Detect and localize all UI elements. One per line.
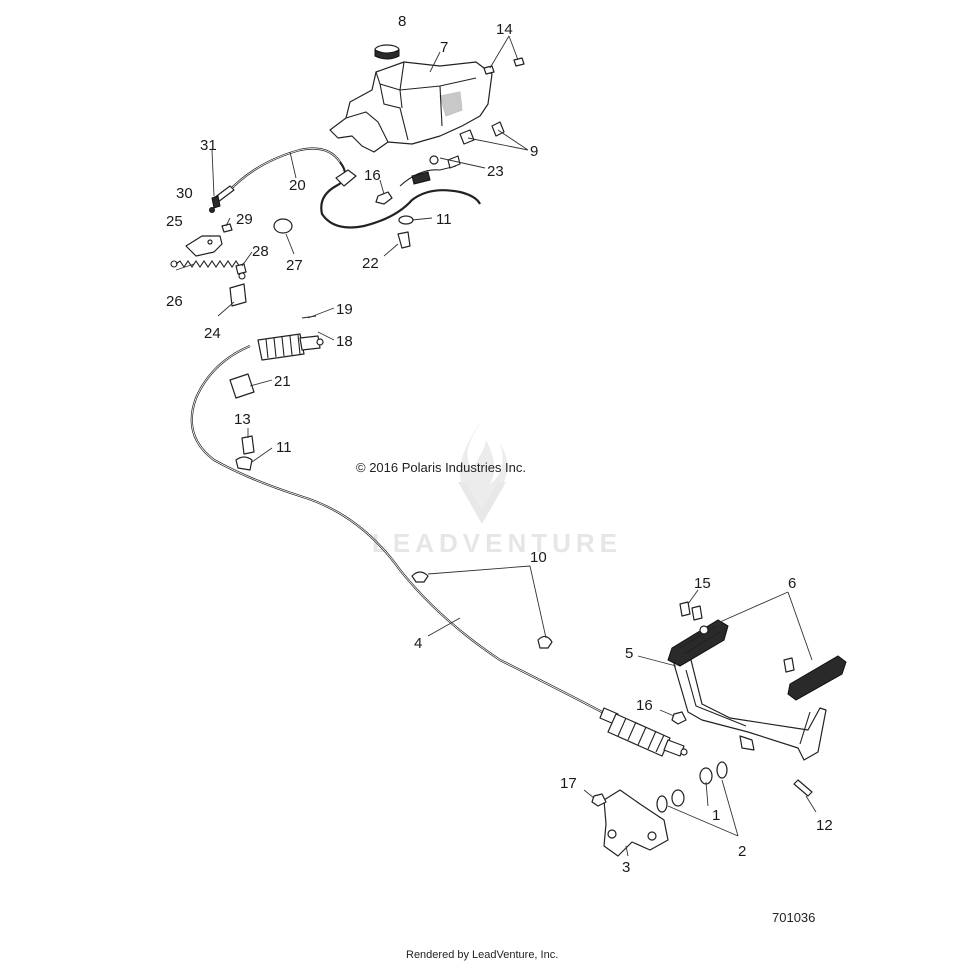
part-6-footpads (667, 619, 847, 701)
part-30-pin (209, 207, 215, 213)
callout-7[interactable]: 7 (440, 39, 448, 56)
watermark: LEADVENTURE (372, 420, 622, 558)
callout-24[interactable]: 24 (204, 325, 221, 342)
callout-13[interactable]: 13 (234, 411, 251, 428)
callout-10[interactable]: 10 (530, 549, 547, 566)
callout-8[interactable]: 8 (398, 13, 406, 30)
callout-1[interactable]: 1 (712, 807, 720, 824)
callout-5[interactable]: 5 (625, 645, 633, 662)
watermark-text: LEADVENTURE (372, 528, 622, 558)
part-16-nut-upper (375, 191, 393, 205)
part-7-console-housing (329, 61, 493, 153)
part-4-cable-adjuster-lower (599, 707, 688, 757)
callout-11-lower[interactable]: 11 (276, 439, 292, 456)
callout-23[interactable]: 23 (487, 163, 504, 180)
part-28-nut (235, 263, 247, 275)
callout-14[interactable]: 14 (496, 21, 513, 38)
callout-17[interactable]: 17 (560, 775, 577, 792)
callout-26[interactable]: 26 (166, 293, 183, 310)
part-3-plate (603, 789, 669, 857)
part-11-clip-lower (235, 456, 253, 471)
callout-31[interactable]: 31 (200, 137, 217, 154)
callout-12[interactable]: 12 (816, 817, 833, 834)
part-23-linkage (399, 155, 461, 187)
copyright-text: © 2016 Polaris Industries Inc. (356, 460, 526, 475)
part-19-pin (301, 315, 317, 319)
callout-28[interactable]: 28 (252, 243, 269, 260)
part-10-clips (411, 571, 553, 649)
callout-3[interactable]: 3 (622, 859, 630, 876)
part-21-bracket (229, 373, 255, 399)
part-2-orings (656, 761, 728, 813)
callout-11-upper[interactable]: 11 (436, 211, 452, 228)
part-4-main-cable (190, 344, 603, 713)
callout-20[interactable]: 20 (289, 177, 306, 194)
callout-29[interactable]: 29 (236, 211, 253, 228)
callout-27[interactable]: 27 (286, 257, 303, 274)
part-27-clamp (273, 218, 293, 234)
callout-16-upper[interactable]: 16 (364, 167, 381, 184)
part-25-bracket (185, 235, 223, 257)
part-22-bolt (397, 231, 411, 249)
callout-16-lower[interactable]: 16 (636, 697, 653, 714)
part-17-nut (591, 793, 607, 807)
part-26-spring (170, 260, 246, 280)
callout-21[interactable]: 21 (274, 373, 291, 390)
callout-18[interactable]: 18 (336, 333, 353, 350)
part-8-cap (374, 44, 400, 60)
callout-22[interactable]: 22 (362, 255, 379, 272)
part-5-pedal-arm (673, 655, 827, 761)
footer-credit: Rendered by LeadVenture, Inc. (406, 949, 558, 961)
part-16-nut-lower (671, 711, 687, 725)
callout-30[interactable]: 30 (176, 185, 193, 202)
part-15-screws (679, 601, 795, 673)
part-18-cable-adjuster-upper (257, 333, 324, 361)
callout-6[interactable]: 6 (788, 575, 796, 592)
part-29-nut (221, 223, 233, 233)
callout-15[interactable]: 15 (694, 575, 711, 592)
part-24-bracket (229, 283, 247, 307)
diagram-number: 701036 (772, 910, 815, 925)
callouts: 1 2 3 4 5 6 7 8 9 10 11 11 12 13 14 15 1… (166, 13, 833, 876)
callout-19[interactable]: 19 (336, 301, 353, 318)
flame-v-logo-icon (458, 420, 508, 524)
part-12-bolt (793, 779, 813, 797)
callout-9[interactable]: 9 (530, 143, 538, 160)
part-13-bolt (241, 435, 255, 455)
leader-lines (175, 35, 817, 857)
part-31-cable-end (211, 195, 221, 209)
part-11-clip-upper (398, 215, 414, 225)
part-14-screws (483, 57, 525, 75)
callout-25[interactable]: 25 (166, 213, 183, 230)
part-20-cable-upper (213, 147, 481, 229)
callout-4[interactable]: 4 (414, 635, 422, 652)
callout-2[interactable]: 2 (738, 843, 746, 860)
